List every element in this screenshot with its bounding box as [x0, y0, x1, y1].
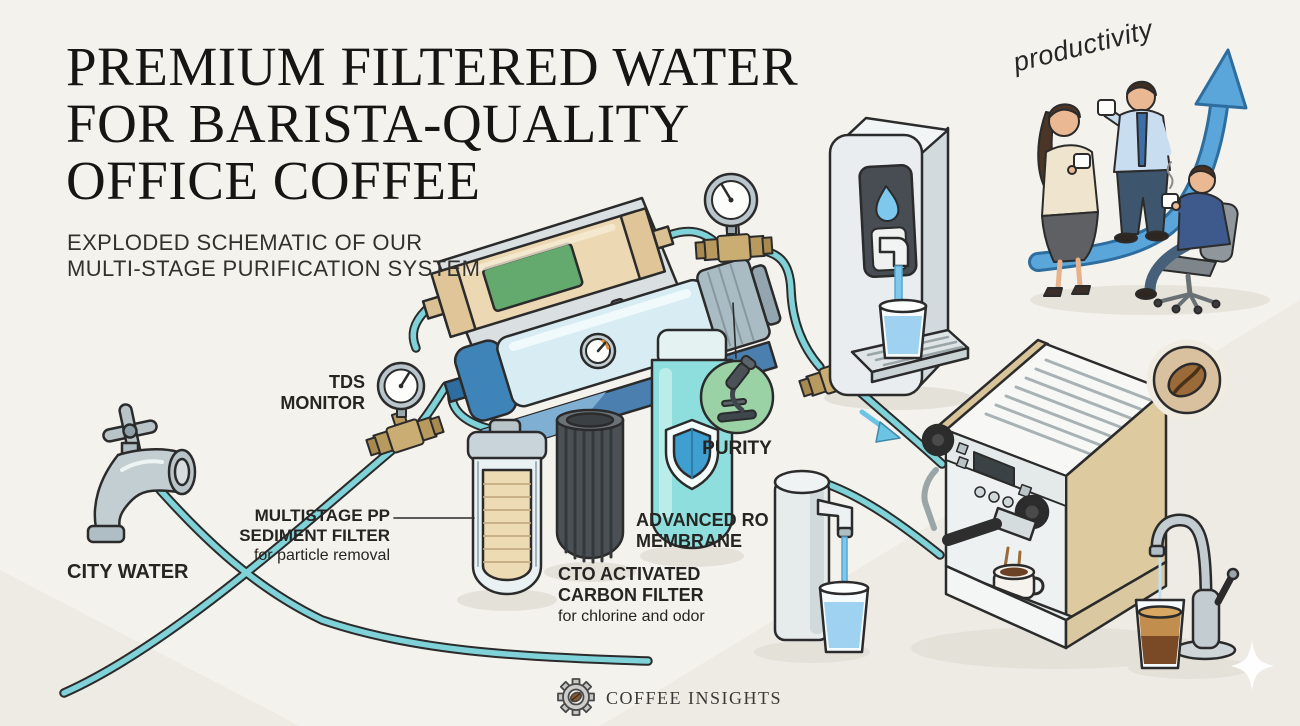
leader-lines	[393, 302, 737, 519]
pressure-gauge	[703, 172, 759, 235]
water-drop-icon	[875, 185, 900, 222]
seated-man-with-coffee	[1135, 161, 1239, 315]
espresso-machine	[921, 338, 1228, 650]
carbon-filter-canister	[555, 408, 625, 564]
inline-gauge	[579, 332, 617, 370]
title-line-3: OFFICE COFFEE	[66, 150, 481, 211]
standing-man-with-coffee	[1097, 80, 1172, 244]
title-line-2: FOR BARISTA-QUALITY	[66, 93, 690, 154]
membrane-housing	[421, 207, 675, 339]
water-dispenser-tower	[828, 116, 970, 397]
coffee-bean-icon	[1146, 339, 1228, 421]
subtitle-line-1: EXPLODED SCHEMATIC OF OUR	[67, 230, 423, 255]
city-water-faucet	[86, 403, 197, 544]
office-people	[1037, 80, 1239, 315]
purity-badge	[699, 354, 775, 435]
sediment-filter-canister	[466, 418, 548, 596]
page-title: PREMIUM FILTERED WATER FOR BARISTA-QUALI…	[66, 38, 798, 209]
gooseneck-faucet	[1134, 513, 1240, 670]
woman-with-coffee	[1037, 103, 1099, 297]
gear-coffee-bean-icon	[557, 678, 595, 716]
brand-logo-spacer	[556, 678, 596, 718]
label-sediment-filter: MULTISTAGE PP SEDIMENT FILTER for partic…	[239, 506, 390, 564]
tds-gauge	[376, 361, 426, 418]
flow-arrow-icon	[859, 409, 901, 443]
sparkle-icon	[1231, 640, 1274, 690]
label-tds-monitor: TDS MONITOR	[280, 372, 365, 413]
subtitle-line-2: MULTI-STAGE PURIFICATION SYSTEM	[67, 256, 481, 281]
label-carbon-filter: CTO ACTIVATED CARBON FILTER for chlorine…	[558, 564, 705, 625]
shield-icon	[664, 418, 720, 491]
page-subtitle: EXPLODED SCHEMATIC OF OUR MULTI-STAGE PU…	[67, 230, 480, 282]
label-purity: PURITY	[702, 438, 772, 459]
brand-name: COFFEE INSIGHTS	[606, 687, 783, 708]
title-line-1: PREMIUM FILTERED WATER	[66, 36, 799, 97]
label-city-water: CITY WATER	[67, 561, 189, 583]
label-ro-membrane: ADVANCED RO MEMBRANE	[636, 510, 769, 551]
microscope-icon	[717, 354, 757, 423]
tds-brass-fitting	[365, 410, 445, 457]
brand-footer: COFFEE INSIGHTS	[556, 678, 782, 718]
countertop-dispenser	[773, 469, 870, 654]
